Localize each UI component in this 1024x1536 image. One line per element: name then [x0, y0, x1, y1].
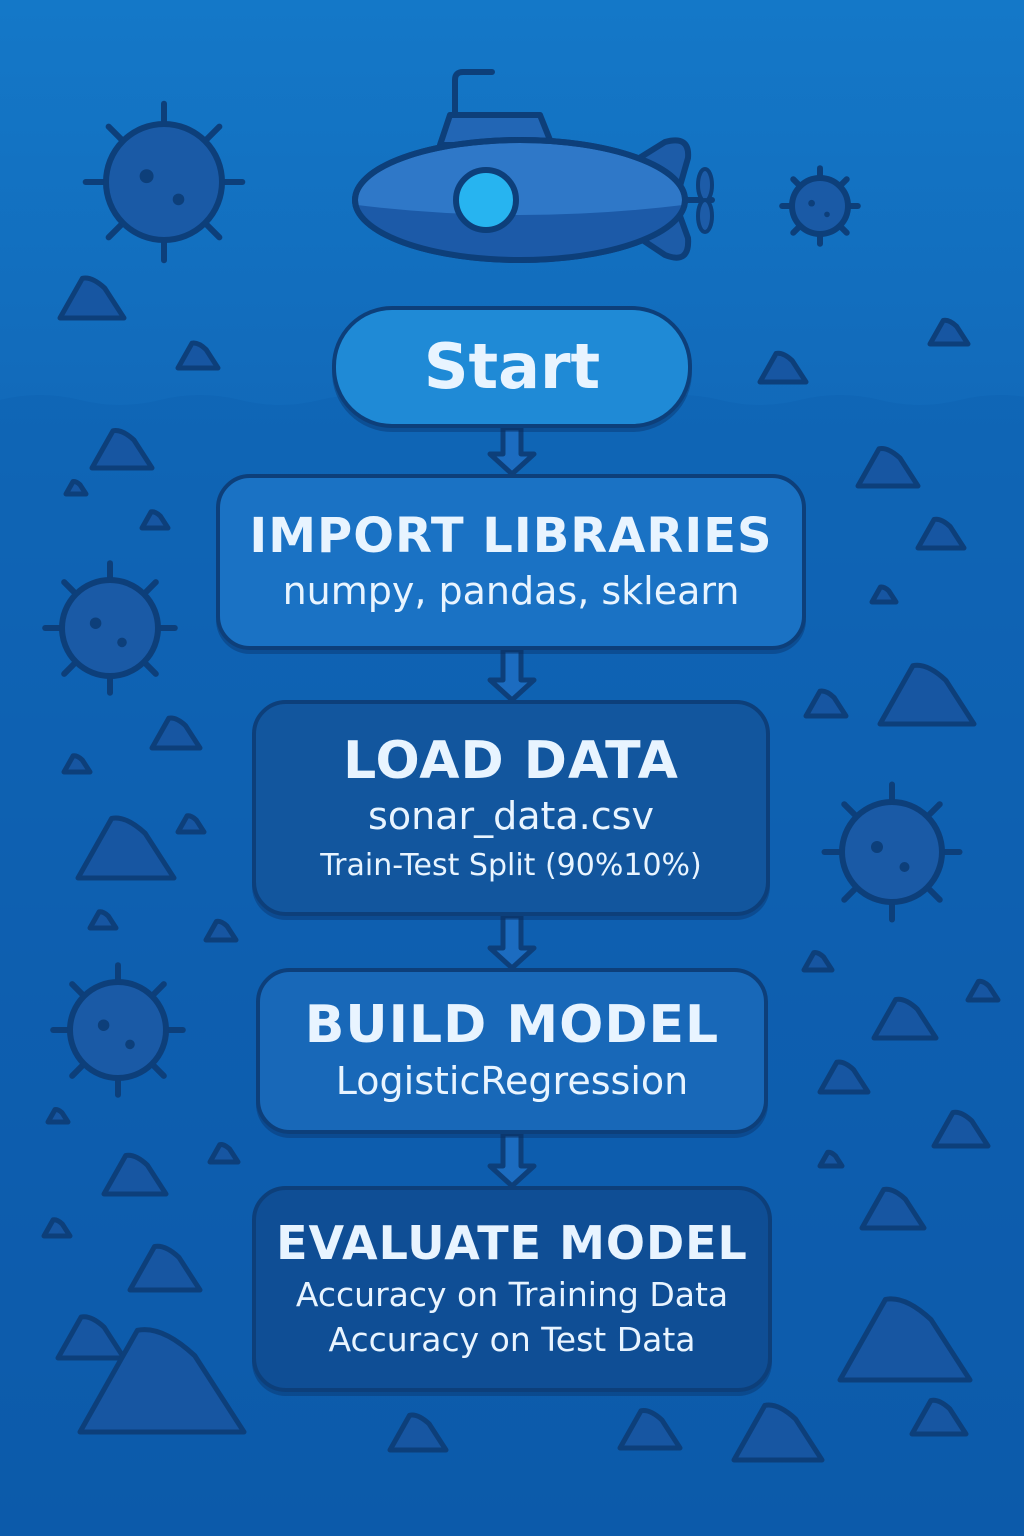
flow-arrows [487, 425, 537, 1189]
submarine-icon [352, 69, 715, 263]
evaluate-model-title: EVALUATE MODEL [276, 1216, 748, 1271]
rock-icon [617, 1408, 683, 1451]
rock-icon [837, 1296, 973, 1383]
rock-icon [127, 1243, 203, 1293]
rock-icon [87, 909, 119, 931]
rock-icon [149, 715, 203, 751]
rock-icon [871, 996, 939, 1041]
flow-arrow [487, 1131, 537, 1189]
sea-mine-icon [42, 560, 178, 696]
rock-icon [931, 1109, 991, 1149]
import-libraries-detail: numpy, pandas, sklearn [282, 568, 740, 613]
rock-icon [731, 1402, 825, 1463]
rock-icon [41, 1217, 73, 1239]
rock-icon [869, 584, 899, 605]
rock-icon [57, 275, 127, 321]
rock-icon [927, 317, 971, 347]
build-model-node: BUILD MODEL LogisticRegression [256, 968, 768, 1134]
start-label: Start [423, 330, 601, 404]
start-node: Start [332, 306, 692, 428]
rock-icon [77, 1327, 247, 1435]
sea-mine-icon [779, 165, 861, 247]
rock-icon [801, 950, 835, 973]
evaluate-metric-test: Accuracy on Test Data [328, 1320, 696, 1360]
rock-icon [859, 1186, 927, 1231]
load-data-file: sonar_data.csv [368, 794, 654, 839]
rock-icon [139, 509, 171, 531]
rock-icon [965, 978, 1001, 1003]
evaluate-model-node: EVALUATE MODEL Accuracy on Training Data… [252, 1186, 772, 1392]
rock-icon [757, 350, 809, 385]
rock-icon [915, 516, 967, 551]
import-libraries-title: IMPORT LIBRARIES [249, 507, 773, 564]
rock-icon [207, 1142, 241, 1165]
rock-icon [175, 340, 221, 371]
load-data-node: LOAD DATA sonar_data.csv Train-Test Spli… [252, 700, 770, 916]
rock-icon [175, 813, 207, 835]
rock-icon [61, 753, 93, 775]
sea-mine-icon [50, 962, 186, 1098]
evaluate-metric-train: Accuracy on Training Data [295, 1275, 729, 1315]
rock-icon [45, 1107, 71, 1125]
rock-icon [817, 1059, 871, 1095]
rock-icon [803, 688, 849, 719]
rock-icon [101, 1152, 169, 1197]
load-data-split: Train-Test Split (90%10%) [320, 847, 702, 883]
flow-arrow [487, 425, 537, 477]
sea-mines [42, 100, 963, 1098]
rock-icon [203, 918, 239, 943]
rock-icon [89, 428, 155, 471]
rock-icon [909, 1397, 969, 1437]
rock-icon [55, 1314, 127, 1361]
sea-mine-icon [82, 100, 246, 264]
rock-icon [75, 815, 177, 881]
rock-icon [63, 479, 89, 497]
rock-icon [855, 446, 921, 489]
build-model-title: BUILD MODEL [304, 995, 720, 1056]
import-libraries-node: IMPORT LIBRARIES numpy, pandas, sklearn [216, 474, 806, 650]
build-model-name: LogisticRegression [335, 1059, 689, 1104]
rock-icon [817, 1149, 845, 1169]
rock-icon [387, 1412, 449, 1453]
flow-arrow [487, 647, 537, 703]
load-data-title: LOAD DATA [343, 730, 679, 791]
flow-arrow [487, 913, 537, 971]
sea-mine-icon [821, 781, 963, 923]
rock-icon [877, 662, 977, 727]
rocks [41, 275, 1001, 1463]
